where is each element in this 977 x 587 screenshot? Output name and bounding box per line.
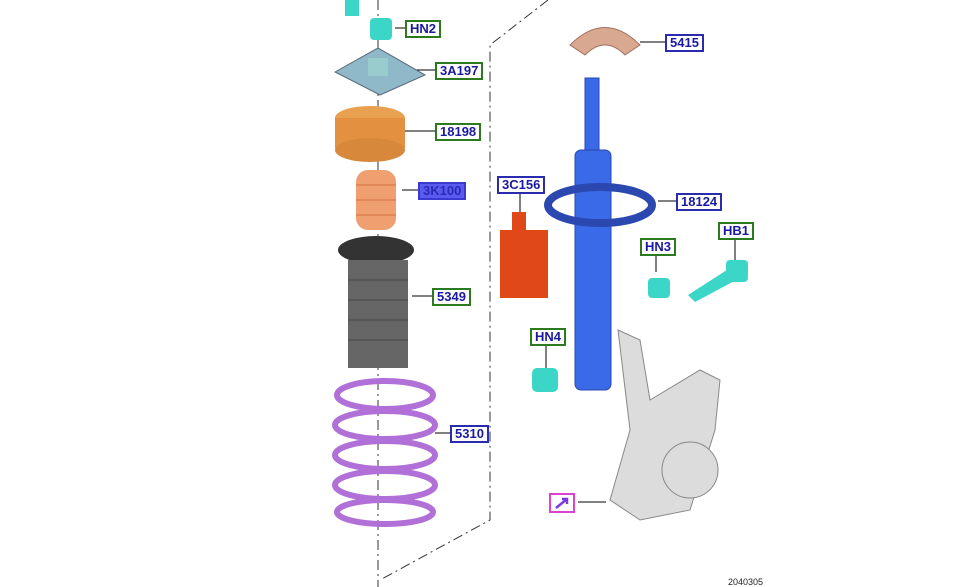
callout-18198[interactable]: 18198	[435, 123, 482, 141]
dust-boot	[338, 236, 414, 368]
callout-hn4[interactable]: HN4	[530, 328, 567, 346]
fasteners	[532, 260, 748, 392]
callout-link-arrow[interactable]	[549, 493, 575, 513]
callout-hn3[interactable]: HN3	[640, 238, 677, 256]
callout-3c156[interactable]: 3C156	[497, 176, 546, 194]
callout-5310[interactable]: 5310	[450, 425, 489, 443]
hn2-nut	[345, 0, 392, 40]
callout-hb1[interactable]: HB1	[718, 222, 755, 240]
coil-spring	[332, 378, 438, 527]
callout-5349[interactable]: 5349	[432, 288, 471, 306]
knuckle	[609, 329, 721, 521]
spring-seat-5415	[569, 27, 641, 56]
callout-3a197[interactable]: 3A197	[435, 62, 484, 80]
callout-3k100-selected[interactable]: 3K100	[418, 182, 467, 200]
callout-hn2[interactable]: HN2	[405, 20, 442, 38]
strut	[544, 77, 656, 391]
callout-18124[interactable]: 18124	[676, 193, 723, 211]
top-mount	[333, 47, 427, 96]
bracket-3c156	[500, 212, 548, 298]
figure-number: 2040305	[728, 577, 764, 587]
bump-stop	[356, 170, 396, 230]
bearing-18198	[335, 106, 405, 162]
callout-5415[interactable]: 5415	[665, 34, 704, 52]
arrow-link-icon	[555, 497, 569, 509]
